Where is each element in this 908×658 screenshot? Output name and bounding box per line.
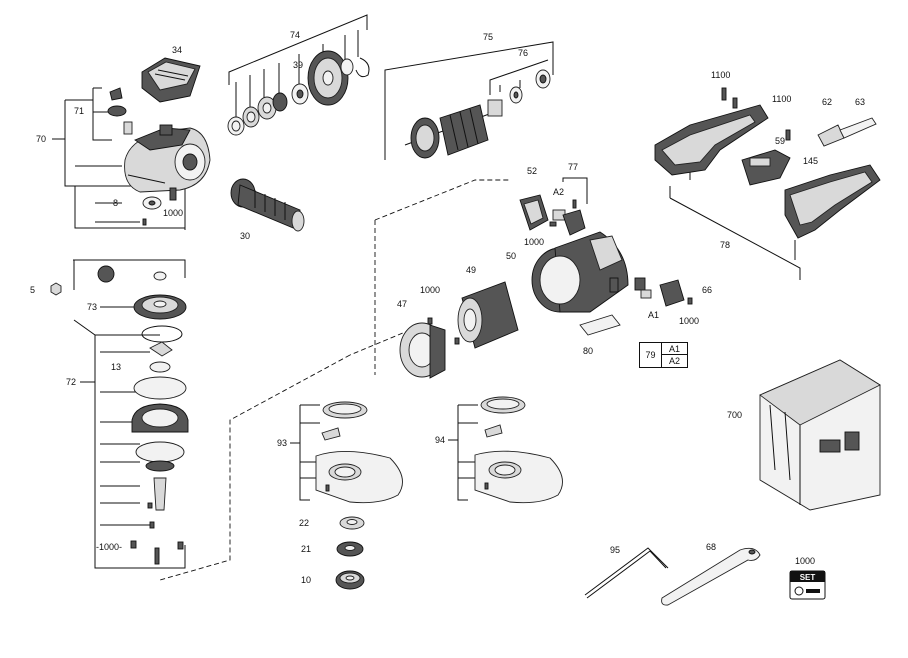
dash-leader-4 [349, 329, 411, 356]
part-52 [519, 194, 549, 231]
part-10 [335, 570, 365, 590]
callout-1100-a: 1100 [711, 70, 731, 80]
callout-47: 47 [397, 299, 408, 309]
callout-30: 30 [240, 231, 251, 241]
callout-77: 77 [568, 162, 579, 172]
part-71 [107, 87, 133, 135]
part-62-63 [817, 117, 877, 147]
callout-10: 10 [301, 575, 312, 585]
part-21 [336, 541, 364, 557]
callout-A1: A1 [648, 310, 660, 320]
bracket-93 [290, 404, 320, 501]
callout-78: 78 [720, 240, 731, 250]
part-59 [741, 129, 791, 186]
callout-75: 75 [483, 32, 494, 42]
set-badge-icon [789, 570, 826, 600]
callout-145: 145 [803, 156, 819, 166]
bracket-72 [73, 259, 186, 569]
callout-71: 71 [74, 106, 85, 116]
part-95 [584, 547, 669, 599]
part-49 [427, 281, 519, 349]
bracket-71 [92, 87, 112, 141]
callout-76: 76 [518, 48, 529, 58]
bracket-75 [384, 41, 554, 160]
part-8 [142, 187, 177, 226]
callout-1000-e: -1000- [96, 542, 123, 552]
part-93 [315, 401, 403, 504]
part-72 [130, 325, 189, 565]
part-75 [404, 69, 551, 159]
dash-leader-1 [374, 179, 510, 221]
part-80 [579, 314, 621, 336]
bracket-70 [52, 99, 186, 230]
table-79: 79 A1 A2 [639, 342, 688, 368]
callout-63: 63 [855, 97, 866, 107]
part-700 [759, 359, 881, 511]
part-50 [531, 231, 629, 313]
part-68 [661, 547, 761, 606]
part-74 [227, 50, 370, 136]
callout-95: 95 [610, 545, 621, 555]
part-66 [634, 277, 693, 307]
callout-1000-a: 1000 [163, 208, 184, 218]
part-73 [97, 265, 187, 320]
callout-74: 74 [290, 30, 301, 40]
callout-49: 49 [466, 265, 477, 275]
callout-1000-f: 1000 [795, 556, 816, 566]
bracket-78 [669, 170, 801, 280]
callout-80: 80 [583, 346, 594, 356]
callout-13: 13 [111, 362, 122, 372]
callout-94: 94 [435, 435, 446, 445]
leaders-72 [100, 306, 150, 526]
part-30 [230, 178, 305, 232]
table-79-part: 79 [640, 343, 662, 367]
part-94 [474, 396, 563, 504]
part-77 [549, 199, 586, 236]
part-5 [50, 282, 62, 296]
callout-72: 72 [66, 377, 77, 387]
leaders-74 [235, 30, 359, 120]
callout-5: 5 [30, 285, 36, 295]
set-badge-label: SET [799, 573, 816, 582]
callout-1000-b: 1000 [524, 237, 545, 247]
callout-73: 73 [87, 302, 98, 312]
bracket-76 [489, 59, 549, 95]
leaders-70 [74, 165, 185, 229]
table-79-row1: A1 [662, 343, 687, 355]
callout-700: 700 [727, 410, 743, 420]
callout-A2: A2 [553, 187, 565, 197]
callout-22: 22 [299, 518, 310, 528]
callout-8: 8 [113, 198, 119, 208]
table-79-row2: A2 [668, 356, 680, 366]
callout-39: 39 [293, 60, 304, 70]
bracket-74 [228, 14, 368, 85]
callout-70: 70 [36, 134, 47, 144]
callout-1000-c: 1000 [420, 285, 441, 295]
part-78 [654, 87, 881, 239]
callout-50: 50 [506, 251, 517, 261]
dash-leader-3 [159, 354, 351, 581]
part-47 [399, 322, 446, 379]
callout-59: 59 [775, 136, 786, 146]
callout-93: 93 [277, 438, 288, 448]
part-22 [339, 516, 365, 530]
callout-62: 62 [822, 97, 833, 107]
part-34 [141, 57, 201, 103]
bracket-77 [562, 177, 588, 204]
part-70 [124, 124, 211, 193]
callout-66: 66 [702, 285, 713, 295]
callout-52: 52 [527, 166, 538, 176]
bracket-94 [448, 404, 478, 501]
callout-34: 34 [172, 45, 183, 55]
callout-21: 21 [301, 544, 312, 554]
callout-68: 68 [706, 542, 717, 552]
callout-1000-d: 1000 [679, 316, 700, 326]
callout-1100-b: 1100 [772, 94, 792, 104]
